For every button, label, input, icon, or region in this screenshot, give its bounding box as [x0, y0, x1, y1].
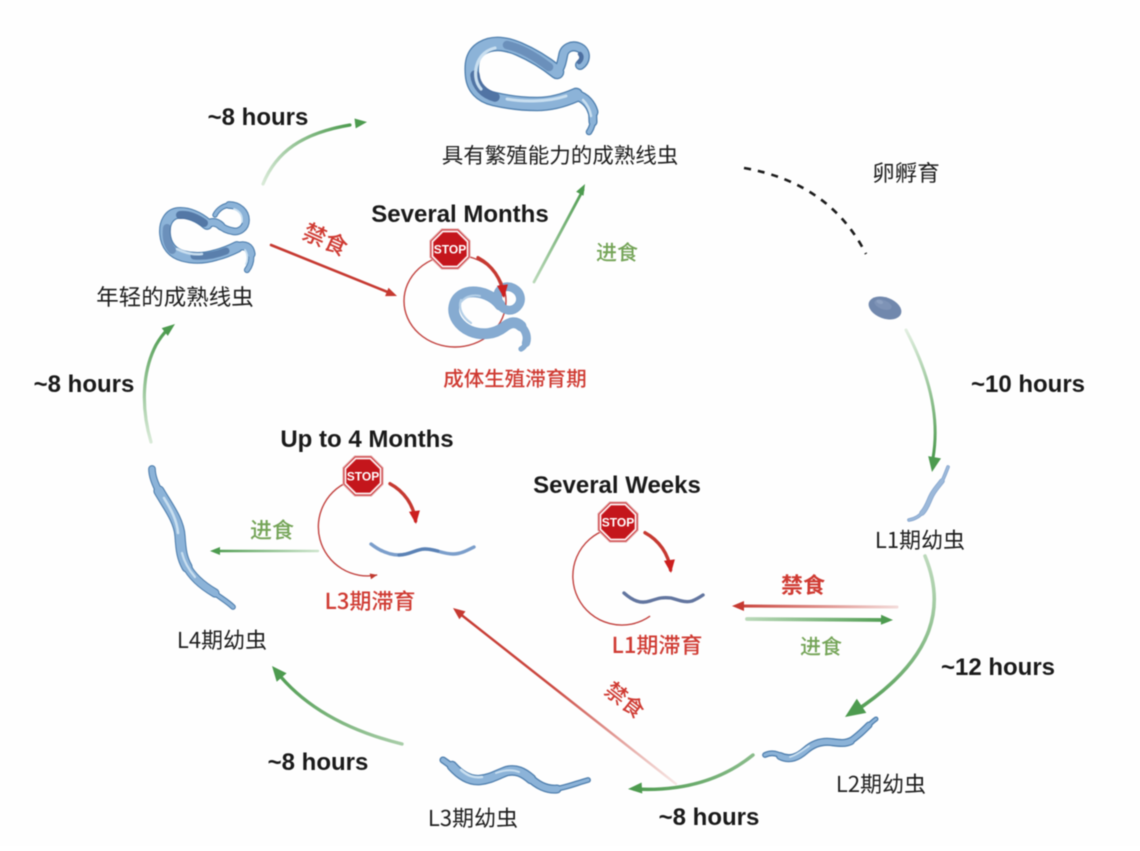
svg-text:STOP: STOP: [602, 515, 634, 529]
svg-text:~10 hours: ~10 hours: [971, 371, 1085, 398]
svg-text:Several Weeks: Several Weeks: [533, 472, 701, 499]
svg-text:STOP: STOP: [434, 242, 466, 256]
svg-text:~8 hours: ~8 hours: [268, 749, 369, 776]
svg-text:~12 hours: ~12 hours: [941, 654, 1055, 681]
svg-text:Up to 4 Months: Up to 4 Months: [280, 426, 453, 453]
svg-text:~8 hours: ~8 hours: [34, 371, 135, 398]
svg-text:~8 hours: ~8 hours: [208, 104, 309, 131]
svg-text:~8 hours: ~8 hours: [659, 804, 760, 831]
svg-text:STOP: STOP: [347, 469, 379, 483]
svg-text:Several Months: Several Months: [371, 201, 548, 228]
